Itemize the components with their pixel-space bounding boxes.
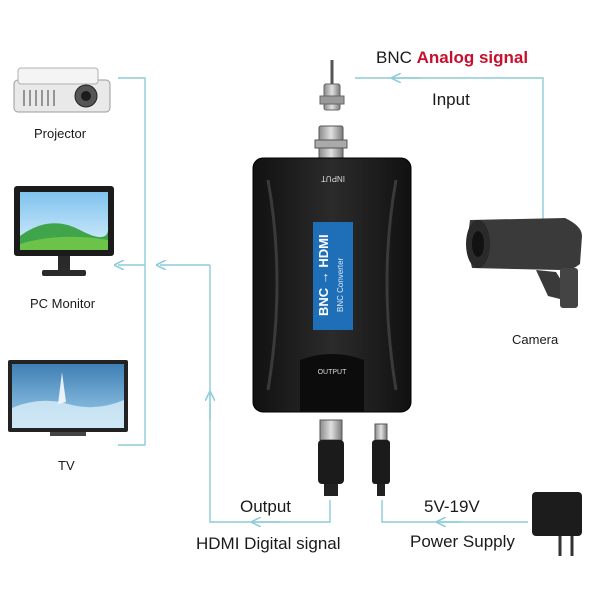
hdmi-plug-icon (318, 419, 344, 496)
voltage-label: 5V-19V (424, 497, 480, 516)
dc-plug-icon (372, 423, 390, 496)
camera-label: Camera (512, 332, 559, 347)
camera-icon (466, 218, 582, 308)
power-line (381, 500, 528, 523)
converter-device: INPUT BNC → HDMI BNC Converter OUTPUT (252, 157, 412, 413)
tv-icon (8, 360, 128, 436)
display-bus-line (118, 77, 146, 446)
power-adapter-icon (532, 492, 582, 556)
input-label: Input (432, 90, 470, 109)
projector-icon (13, 67, 111, 113)
bnc-port (314, 125, 348, 161)
tv-label: TV (58, 458, 75, 473)
projector-label: Projector (34, 126, 87, 141)
device-input-label: INPUT (321, 174, 345, 183)
analog-signal-text: Analog signal (416, 48, 529, 67)
monitor-icon (14, 186, 114, 276)
device-subtitle: BNC Converter (336, 257, 345, 312)
bnc-analog-heading: BNC Analog signal (376, 48, 528, 68)
bnc-plug-icon (319, 60, 345, 111)
hdmi-digital-label: HDMI Digital signal (196, 534, 341, 553)
output-label: Output (240, 497, 292, 516)
monitor-label: PC Monitor (30, 296, 96, 311)
bnc-prefix: BNC (376, 48, 412, 67)
connection-lines (118, 77, 544, 523)
device-output-label: OUTPUT (318, 369, 348, 376)
power-supply-label: Power Supply (410, 532, 515, 551)
device-title: BNC → HDMI (316, 234, 331, 316)
device-stripe (313, 222, 353, 330)
